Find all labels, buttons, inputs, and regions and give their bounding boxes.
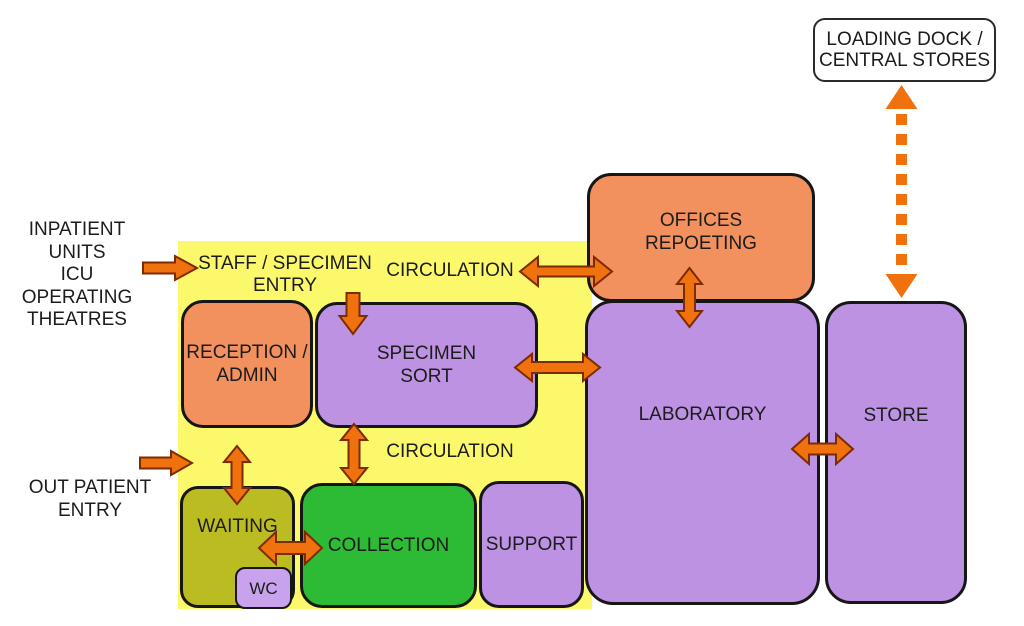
room-loading-dock: LOADING DOCK / CENTRAL STORES	[813, 18, 996, 82]
circulation-label-bottom: CIRCULATION	[386, 441, 514, 462]
room-label: WC	[249, 578, 278, 598]
room-label: COLLECTION	[327, 535, 450, 556]
inpatient-units-label: INPATIENT UNITS ICU OPERATING THEATRES	[8, 219, 146, 332]
inpatient-line: ICU	[60, 264, 94, 285]
room-specimen-sort: SPECIMEN SORT	[315, 302, 538, 428]
room-collection: COLLECTION	[300, 483, 477, 608]
room-store: STORE	[825, 301, 967, 604]
outpatient-line: ENTRY	[57, 499, 123, 521]
room-label: CENTRAL STORES	[818, 50, 991, 71]
room-label: LOADING DOCK /	[826, 29, 983, 50]
inpatient-line: UNITS	[48, 241, 106, 263]
room-laboratory: LABORATORY	[585, 300, 820, 605]
loading-dock-arrowhead-down	[885, 274, 918, 298]
room-wc: WC	[235, 567, 292, 609]
room-label: SORT	[400, 366, 453, 387]
room-label: REPOETING	[645, 232, 757, 254]
outpatient-line: OUT PATIENT	[28, 477, 152, 498]
out-patient-entry-label: OUT PATIENT ENTRY	[10, 477, 170, 522]
room-label: SUPPORT	[485, 534, 578, 555]
loading-dock-arrowhead-up	[885, 85, 918, 109]
room-label: ADMIN	[216, 365, 278, 386]
room-label: SPECIMEN	[376, 343, 477, 364]
circulation-label-top: CIRCULATION	[386, 260, 514, 281]
inpatient-line: THEATRES	[27, 309, 127, 330]
room-reception-admin: RECEPTION / ADMIN	[181, 300, 313, 428]
room-label: STORE	[863, 405, 929, 426]
staff-specimen-entry-label: STAFF / SPECIMEN ENTRY	[195, 253, 375, 297]
inpatient-line: INPATIENT	[28, 219, 126, 240]
room-label: WAITING	[197, 516, 278, 537]
staff-entry-line: STAFF / SPECIMEN	[198, 253, 372, 274]
inpatient-line: OPERATING	[21, 286, 133, 308]
room-support: SUPPORT	[479, 481, 584, 608]
staff-entry-line: ENTRY	[252, 275, 318, 296]
room-offices-reporting: OFFICES REPOETING	[587, 173, 815, 302]
room-label: LABORATORY	[638, 404, 767, 425]
room-label: OFFICES	[659, 209, 743, 231]
room-label: RECEPTION /	[186, 342, 308, 363]
